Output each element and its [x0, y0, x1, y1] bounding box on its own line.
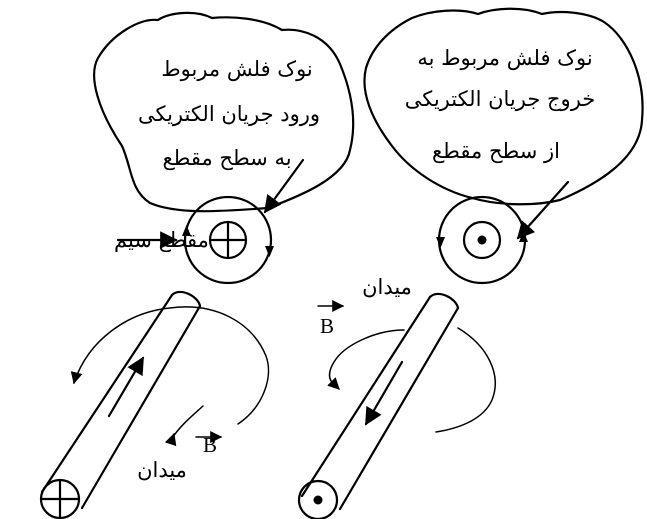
wire-right-edge-b: [338, 306, 460, 511]
field-arc-left-lower: [172, 405, 204, 438]
field-arc-right-lower: [435, 327, 496, 433]
wire-right-end-section: [297, 479, 339, 519]
field-arrow-right-down: [265, 246, 274, 257]
left-bubble-outline: [93, 11, 355, 213]
wire-current-upward: B میدان: [39, 290, 270, 519]
left-bubble-text-line1: نوک فلش مربوط: [161, 57, 313, 82]
field-arrow-left-up: [182, 225, 191, 236]
right-bubble-outline: [363, 7, 644, 206]
wire-current-downward: B میدان: [297, 275, 496, 519]
left-bubble-text-line3: به سطح مقطع: [162, 146, 291, 171]
field-arc-left-arrow-end: [164, 432, 177, 447]
wire-right-top-cap: [428, 292, 460, 310]
cross-section-into-page: [182, 195, 274, 285]
wire-right-end-dot: [313, 495, 323, 505]
wire-right-edge-a: [300, 295, 432, 498]
right-speech-bubble: نوک فلش مربوط به خروج جریان الکتریکی از …: [363, 7, 644, 206]
wire-left-edge-b: [80, 304, 202, 510]
right-bubble-text-line2: خروج جریان الکتریکی: [405, 87, 596, 112]
wire-section-label: مقطع سیم: [114, 228, 209, 253]
field-arrow-right-up: [519, 231, 528, 242]
right-pointer-arrow: [516, 180, 570, 240]
field-label-right: میدان: [362, 275, 412, 299]
right-bubble-text-line3: از سطح مقطع: [432, 139, 560, 164]
b-symbol-right: B: [320, 314, 334, 338]
dot-symbol: [477, 235, 487, 245]
left-bubble-text-line2: ورود جریان الکتریکی: [138, 102, 320, 127]
field-arrow-left-down: [436, 237, 445, 248]
current-arrow-up: [107, 356, 145, 418]
left-speech-bubble: نوک فلش مربوط ورود جریان الکتریکی به سطح…: [93, 11, 355, 213]
wire-cross-section-right: [462, 220, 502, 260]
wire-left-edge-a: [40, 293, 174, 494]
right-bubble-text-line1: نوک فلش مربوط به: [417, 46, 592, 71]
current-arrow-down: [364, 360, 404, 426]
field-circle-left: [183, 195, 273, 285]
field-arc-left-arrow-start: [70, 371, 83, 385]
field-label-left: میدان: [137, 458, 187, 482]
left-pointer-arrow: [263, 158, 305, 214]
b-symbol-left: B: [203, 433, 217, 457]
field-arc-left: [73, 306, 270, 425]
cross-section-out-of-page: [436, 195, 528, 285]
field-arc-right-arrow: [327, 377, 340, 390]
wire-left-top-cap: [170, 290, 202, 308]
